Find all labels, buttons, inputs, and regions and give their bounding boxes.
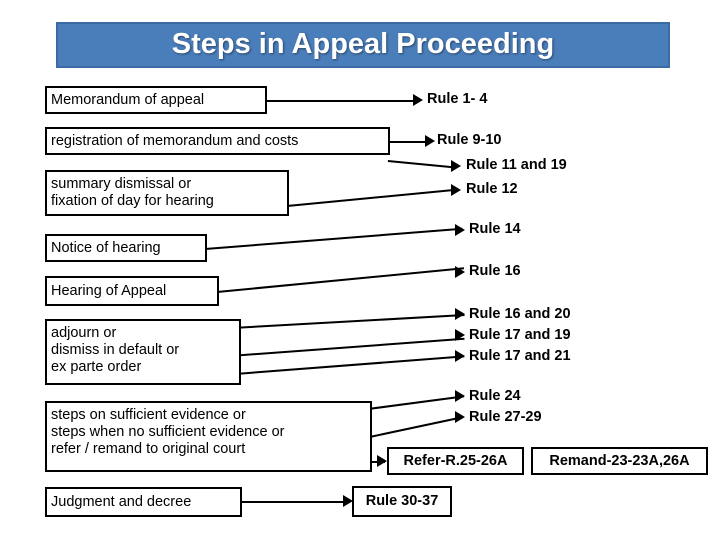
step-box-notice-of-hearing[interactable]: Notice of hearing [45,234,207,262]
title-banner [56,22,670,68]
step-label-lines: summary dismissal or fixation of day for… [51,176,283,210]
arrowhead-rule16and20 [455,308,465,320]
rule-label-rule-16: Rule 16 [469,263,521,279]
step-label: Memorandum of appeal [51,91,205,108]
step-label: Hearing of Appeal [51,282,167,299]
step-label-line1: summary dismissal or [51,176,192,192]
arrowhead-rule11 [451,160,461,172]
rule-label-rule-16-and-20: Rule 16 and 20 [469,306,571,322]
step-label: registration of memorandum and costs [51,132,299,149]
step-box-summary-dismissal[interactable]: summary dismissal or fixation of day for… [45,170,289,216]
rule-label-rule-12: Rule 12 [466,181,518,197]
rule-label-rule-11-and-19: Rule 11 and 19 [466,157,567,173]
step-label-line2: steps when no sufficient evidence or [51,424,285,440]
rule-label-rule-24: Rule 24 [469,388,521,404]
connector-summary-to-rule12 [287,188,457,207]
step-label-lines: steps on sufficient evidence or steps wh… [51,407,366,458]
arrowhead-rule17and19 [455,329,465,341]
rule-box-remand-23-23a-26a[interactable]: Remand-23-23A,26A [531,447,708,475]
connector-memorandum-to-rule1 [265,100,415,102]
connector-adjourn-to-rule17and19 [230,337,465,357]
step-box-registration-of-memorandum-and-costs[interactable]: registration of memorandum and costs [45,127,390,155]
step-box-hearing-of-appeal[interactable]: Hearing of Appeal [45,276,219,306]
step-box-steps-on-evidence[interactable]: steps on sufficient evidence or steps wh… [45,401,372,472]
step-label-lines: adjourn or dismiss in default or ex part… [51,325,235,376]
step-label: Judgment and decree [51,493,192,510]
rule-label-rule-1-4: Rule 1- 4 [427,91,488,107]
rule-box-refer-r-25-26a[interactable]: Refer-R.25-26A [387,447,524,475]
step-label-line2: fixation of day for hearing [51,193,214,209]
connector-registration-to-rule11 [387,160,456,169]
arrowhead-rule9 [425,135,435,147]
step-box-memorandum-of-appeal[interactable]: Memorandum of appeal [45,86,267,114]
rule-box-rule-30-37[interactable]: Rule 30-37 [352,486,452,517]
step-label-line3: ex parte order [51,359,142,375]
step-label-line3: refer / remand to original court [51,441,246,457]
arrowhead-rule3037 [343,495,353,507]
connector-notice-to-rule14 [205,227,463,250]
rule-box-label: Remand-23-23A,26A [549,452,690,469]
page-title: Steps in Appeal Proceeding [171,28,555,60]
arrowhead-refer [377,455,387,467]
connector-hearing-to-rule16 [217,267,465,293]
rule-label-rule-17-and-19: Rule 17 and 19 [469,327,571,343]
step-box-adjourn-or-dismiss[interactable]: adjourn or dismiss in default or ex part… [45,319,241,385]
arrowhead-rule12 [451,184,461,196]
rule-label-rule-27-29: Rule 27-29 [469,409,542,425]
arrowhead-rule2729 [455,411,465,423]
arrowhead-rule14 [455,224,465,236]
arrowhead-rule1 [413,94,423,106]
connector-registration-to-rule9 [388,141,430,143]
step-box-judgment-and-decree[interactable]: Judgment and decree [45,487,242,517]
step-label-line1: adjourn or [51,325,117,341]
rule-box-label: Refer-R.25-26A [403,452,508,469]
rule-label-rule-9-10: Rule 9-10 [437,132,502,148]
step-label: Notice of hearing [51,239,161,256]
rule-box-label: Rule 30-37 [365,493,439,509]
rule-label-rule-14: Rule 14 [469,221,521,237]
arrowhead-rule17and21 [455,350,465,362]
arrowhead-rule16 [455,266,465,278]
step-label-line1: steps on sufficient evidence or [51,407,246,423]
connector-steps-to-rule2729 [360,416,464,440]
rule-label-rule-17-and-21: Rule 17 and 21 [469,348,571,364]
connector-judgment-to-rule3037 [240,501,350,503]
arrowhead-rule24 [455,390,465,402]
step-label-line2: dismiss in default or [51,342,180,358]
